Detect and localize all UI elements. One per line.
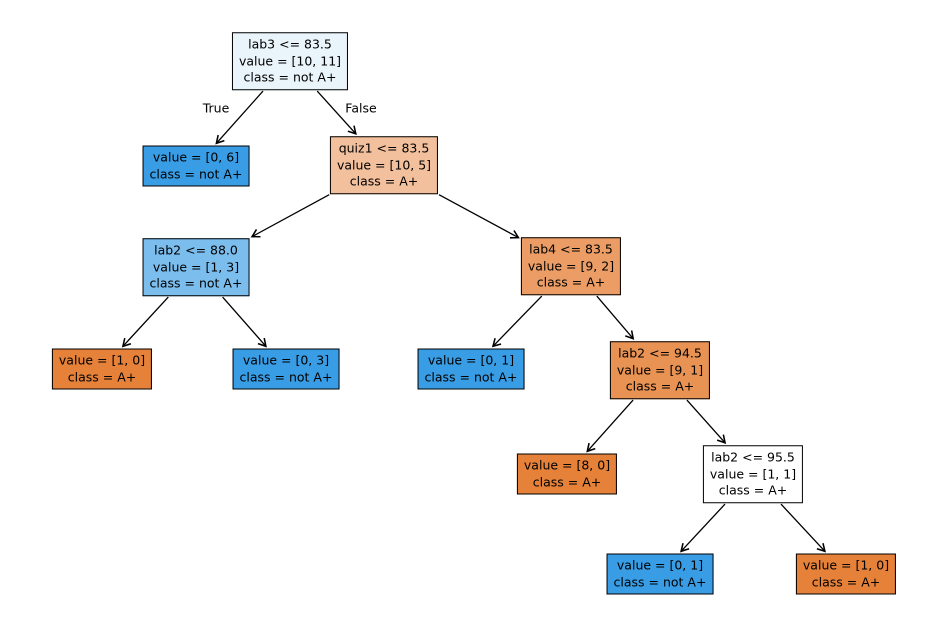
tree-node-leaf-1-0b: value = [1, 0]class = A+ <box>795 553 897 595</box>
tree-edges-group <box>121 90 826 553</box>
node-text-line: class = not A+ <box>149 166 243 181</box>
tree-edge-root-leaf-0-6 <box>215 90 264 145</box>
tree-edge-lab4-835-leaf-0-1a <box>491 295 543 348</box>
node-text-line: value = [9, 2] <box>527 257 615 273</box>
node-text-line: value = [0, 6] <box>152 149 240 165</box>
node-text-line: class = not A+ <box>424 369 518 384</box>
tree-edge-lab2-955-leaf-0-1b <box>680 503 726 553</box>
node-text-line: value = [10, 11] <box>238 52 342 68</box>
tree-edge-root-quiz1 <box>316 90 357 135</box>
tree-node-leaf-1-0a: value = [1, 0]class = A+ <box>51 348 153 390</box>
tree-edge-lab2-945-lab2-955 <box>686 399 727 444</box>
node-text-line: lab2 <= 88.0 <box>154 242 238 258</box>
node-text-line: class = not A+ <box>239 369 333 384</box>
node-text-line: class = A+ <box>811 574 881 589</box>
tree-edge-lab2-955-leaf-1-0b <box>780 503 826 553</box>
tree-edge-lab2-88-leaf-1-0a <box>121 296 169 348</box>
edge-label-true: True <box>202 100 230 116</box>
node-text-line: lab4 <= 83.5 <box>529 241 613 257</box>
node-text-line: class = not A+ <box>613 574 707 589</box>
tree-node-leaf-0-3: value = [0, 3]class = not A+ <box>232 348 340 390</box>
node-text-line: value = [1, 0] <box>58 352 146 368</box>
tree-edge-lab4-835-lab2-945 <box>596 295 635 340</box>
node-text-line: class = not A+ <box>243 69 337 85</box>
node-text-line: value = [10, 5] <box>336 156 432 172</box>
node-text-line: lab2 <= 95.5 <box>711 449 795 465</box>
tree-node-leaf-0-6: value = [0, 6]class = not A+ <box>142 145 250 187</box>
node-text-line: class = A+ <box>532 474 602 489</box>
node-text-line: value = [1, 1] <box>709 465 797 481</box>
edge-label-false: False <box>345 100 377 116</box>
node-text-line: value = [0, 3] <box>242 352 330 368</box>
node-text-line: value = [8, 0] <box>523 457 611 473</box>
node-text-line: lab3 <= 83.5 <box>248 36 332 52</box>
tree-edge-quiz1-lab2-88 <box>250 194 330 238</box>
node-text-line: lab2 <= 94.5 <box>618 345 702 361</box>
tree-edge-quiz1-lab4-835 <box>438 194 520 239</box>
node-text-line: class = A+ <box>536 274 606 290</box>
node-text-line: value = [1, 3] <box>152 258 240 274</box>
node-text-line: value = [0, 1] <box>427 352 515 368</box>
node-text-line: class = A+ <box>67 369 137 384</box>
node-text-line: class = not A+ <box>149 275 243 291</box>
tree-edge-lab2-88-leaf-0-3 <box>222 296 267 348</box>
tree-node-leaf-0-1b: value = [0, 1]class = not A+ <box>606 553 714 595</box>
node-text-line: value = [0, 1] <box>616 557 704 573</box>
node-text-line: value = [1, 0] <box>802 557 890 573</box>
node-text-line: class = A+ <box>625 378 695 394</box>
tree-node-leaf-0-1a: value = [0, 1]class = not A+ <box>417 348 525 390</box>
node-text-line: quiz1 <= 83.5 <box>338 140 430 156</box>
tree-node-leaf-8-0: value = [8, 0]class = A+ <box>516 453 618 495</box>
node-text-line: class = A+ <box>349 173 419 189</box>
tree-edge-lab2-945-leaf-8-0 <box>586 399 634 453</box>
node-text-line: class = A+ <box>718 482 788 498</box>
node-text-line: value = [9, 1] <box>616 361 704 377</box>
